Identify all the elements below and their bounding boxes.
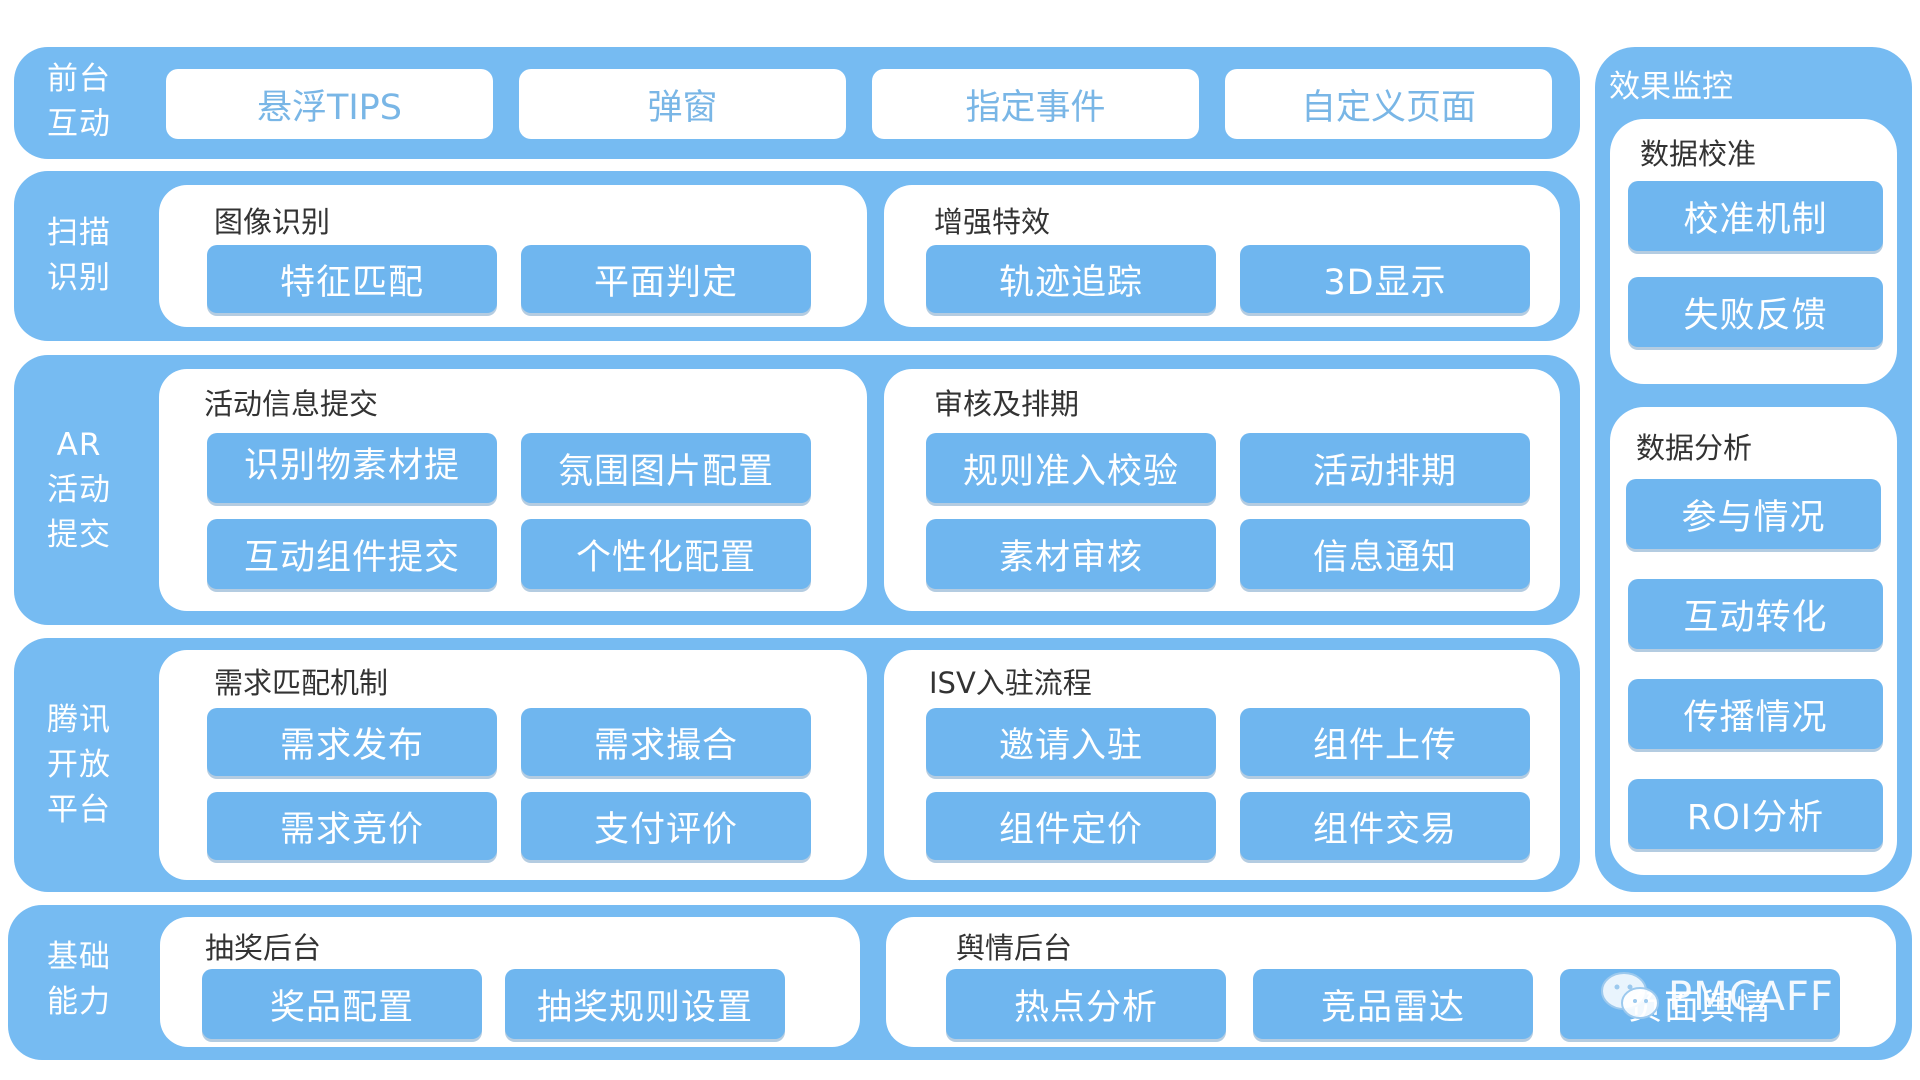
group-image-recognition: 图像识别 特征匹配 平面判定 xyxy=(159,185,867,327)
item-demand-publish: 需求发布 xyxy=(207,708,497,776)
item-invite-onboarding: 邀请入驻 xyxy=(926,708,1216,776)
group-review-scheduling: 审核及排期 规则准入校验 活动排期 素材审核 信息通知 xyxy=(884,369,1560,611)
row-label-tencent: 腾讯 开放 平台 xyxy=(47,702,111,828)
group-title-sentiment-backend: 舆情后台 xyxy=(956,931,1073,965)
group-title-data-calibration: 数据校准 xyxy=(1640,137,1757,171)
row-front-interaction: 前台 互动 悬浮TIPS 弹窗 指定事件 自定义页面 xyxy=(14,47,1580,159)
group-sentiment-backend: 舆情后台 热点分析 竞品雷达 负面舆情 xyxy=(886,917,1896,1047)
row-label-base: 基础 能力 xyxy=(47,939,111,1020)
group-lottery-backend: 抽奖后台 奖品配置 抽奖规则设置 xyxy=(160,917,860,1047)
item-info-notification: 信息通知 xyxy=(1240,519,1530,589)
item-atmosphere-image-config: 氛围图片配置 xyxy=(521,433,811,503)
item-recognition-material: 识别物素材提 xyxy=(207,433,497,503)
item-prize-config: 奖品配置 xyxy=(202,969,482,1039)
group-data-calibration: 数据校准 校准机制 失败反馈 xyxy=(1610,119,1897,384)
item-roi-analysis: ROI分析 xyxy=(1628,779,1883,849)
item-trajectory-tracking: 轨迹追踪 xyxy=(926,245,1216,313)
group-activity-info-submission: 活动信息提交 识别物素材提 氛围图片配置 互动组件提交 个性化配置 xyxy=(159,369,867,611)
item-activity-scheduling: 活动排期 xyxy=(1240,433,1530,503)
item-payment-review: 支付评价 xyxy=(521,792,811,860)
panel-effect-monitoring: 效果监控 数据校准 校准机制 失败反馈 数据分析 参与情况 互动转化 传播情况 … xyxy=(1595,47,1912,892)
item-popup: 弹窗 xyxy=(519,69,846,139)
item-competitor-radar: 竞品雷达 xyxy=(1253,969,1533,1039)
group-title-demand-matching: 需求匹配机制 xyxy=(214,666,389,700)
item-demand-bidding: 需求竞价 xyxy=(207,792,497,860)
group-isv-onboarding: ISV入驻流程 邀请入驻 组件上传 组件定价 组件交易 xyxy=(884,650,1560,880)
group-title-data-analysis: 数据分析 xyxy=(1636,431,1753,465)
wechat-icon xyxy=(1601,972,1659,1019)
item-component-trading: 组件交易 xyxy=(1240,792,1530,860)
group-title-isv-onboarding: ISV入驻流程 xyxy=(929,666,1092,700)
row-ar-activity-submission: AR 活动 提交 活动信息提交 识别物素材提 氛围图片配置 互动组件提交 个性化… xyxy=(14,355,1580,625)
item-feature-match: 特征匹配 xyxy=(207,245,497,313)
row-tencent-open-platform: 腾讯 开放 平台 需求匹配机制 需求发布 需求撮合 需求竞价 支付评价 ISV入… xyxy=(14,638,1580,892)
item-material-review: 素材审核 xyxy=(926,519,1216,589)
item-interactive-component-submit: 互动组件提交 xyxy=(207,519,497,589)
item-component-pricing: 组件定价 xyxy=(926,792,1216,860)
row-label-scan: 扫描 识别 xyxy=(47,215,111,296)
group-title-enhanced-effects: 增强特效 xyxy=(934,205,1051,239)
row-basic-capabilities: 基础 能力 抽奖后台 奖品配置 抽奖规则设置 舆情后台 热点分析 竞品雷达 负面… xyxy=(8,905,1912,1060)
group-title-activity-info: 活动信息提交 xyxy=(204,387,379,421)
item-failure-feedback: 失败反馈 xyxy=(1628,277,1883,347)
row-scan-recognition: 扫描 识别 图像识别 特征匹配 平面判定 增强特效 轨迹追踪 3D显示 xyxy=(14,171,1580,341)
group-enhanced-effects: 增强特效 轨迹追踪 3D显示 xyxy=(884,185,1560,327)
item-specified-event: 指定事件 xyxy=(872,69,1199,139)
item-hover-tips: 悬浮TIPS xyxy=(166,69,493,139)
item-3d-display: 3D显示 xyxy=(1240,245,1530,313)
item-participation: 参与情况 xyxy=(1626,479,1881,549)
group-title-lottery-backend: 抽奖后台 xyxy=(205,931,322,965)
item-lottery-rule-setting: 抽奖规则设置 xyxy=(505,969,785,1039)
group-title-review-scheduling: 审核及排期 xyxy=(934,387,1080,421)
row-label-ar: AR 活动 提交 xyxy=(47,427,111,553)
item-demand-matchmaking: 需求撮合 xyxy=(521,708,811,776)
group-title-image-recognition: 图像识别 xyxy=(214,205,331,239)
item-rule-admission-check: 规则准入校验 xyxy=(926,433,1216,503)
item-hotspot-analysis: 热点分析 xyxy=(946,969,1226,1039)
item-propagation: 传播情况 xyxy=(1628,679,1883,749)
item-calibration-mechanism: 校准机制 xyxy=(1628,181,1883,251)
panel-title-effect-monitoring: 效果监控 xyxy=(1609,69,1733,105)
item-custom-page: 自定义页面 xyxy=(1225,69,1552,139)
watermark: PMCAFF xyxy=(1598,965,1834,1029)
item-personalized-config: 个性化配置 xyxy=(521,519,811,589)
item-plane-detection: 平面判定 xyxy=(521,245,811,313)
item-component-upload: 组件上传 xyxy=(1240,708,1530,776)
item-interaction-conversion: 互动转化 xyxy=(1628,579,1883,649)
watermark-text: PMCAFF xyxy=(1668,974,1834,1020)
group-demand-matching: 需求匹配机制 需求发布 需求撮合 需求竞价 支付评价 xyxy=(159,650,867,880)
group-data-analysis: 数据分析 参与情况 互动转化 传播情况 ROI分析 xyxy=(1610,407,1897,875)
row-label-front: 前台 互动 xyxy=(47,61,111,142)
